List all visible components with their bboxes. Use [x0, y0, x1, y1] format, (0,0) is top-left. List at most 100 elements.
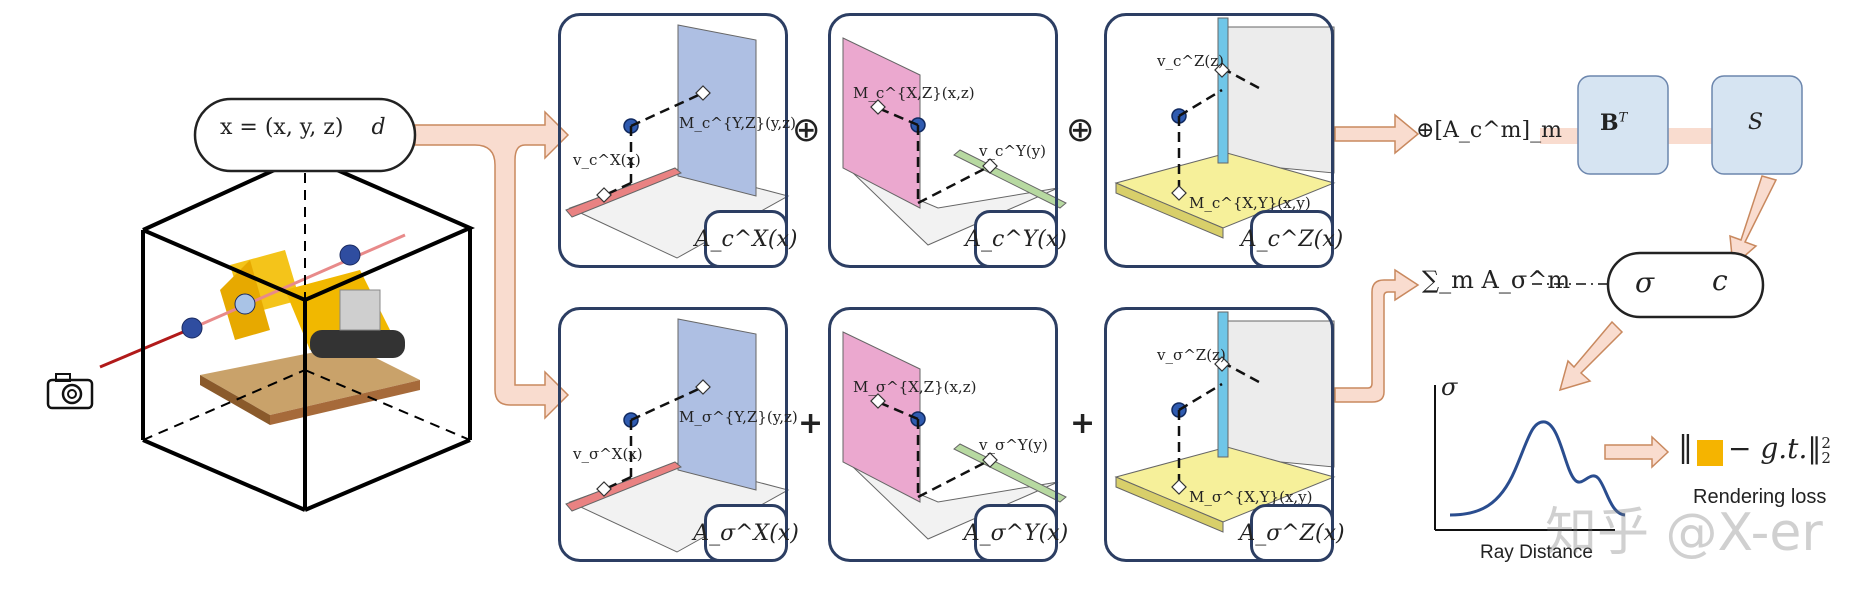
input-position-text: x = (x, y, z) [220, 115, 344, 140]
basis-matrix-label: BT [1600, 110, 1627, 136]
camera-ray-outside [99, 325, 196, 369]
camera-ray-inside [194, 233, 406, 329]
loss-norm-open: ‖ [1678, 430, 1693, 465]
panel-color-xy: v_c^Z(z) M_c^{X,Y}(x,y) A_c^Z(x) [1104, 13, 1343, 268]
panel-color-yz: M_c^{Y,Z}(y,z) v_c^X(x) A_c^X(x) [558, 13, 797, 268]
feature-tag: A_c^Y(x) [965, 210, 1067, 268]
projection-marker [1214, 62, 1230, 78]
projection-line [877, 400, 919, 421]
projection-marker [596, 187, 612, 203]
projection-marker [982, 452, 998, 468]
z-feature-line [1217, 17, 1229, 164]
plane-label: M_c^{X,Y}(x,y) [1189, 194, 1311, 212]
projection-marker [982, 158, 998, 174]
feature-tag: A_c^X(x) [695, 210, 797, 268]
output-density: σ [1635, 266, 1655, 299]
shading-function-box [1711, 75, 1803, 175]
rendered-color-swatch [1697, 440, 1723, 466]
projection-marker [596, 481, 612, 497]
projection-marker [695, 85, 711, 101]
plane-label: M_σ^{X,Y}(x,y) [1189, 488, 1313, 506]
loss-sub: 2 [1821, 448, 1831, 467]
projection-line [917, 164, 991, 205]
feature-tag: A_σ^X(x) [693, 504, 799, 562]
feature-tag: A_c^Z(x) [1241, 210, 1343, 268]
sample-point [339, 244, 361, 266]
projection-line [877, 106, 919, 127]
density-plot [1434, 385, 1626, 531]
y-feature-line [953, 443, 1067, 503]
shading-function-label: S [1748, 110, 1764, 135]
feature-tag: A_σ^Y(x) [964, 504, 1068, 562]
sample-point [234, 293, 256, 315]
connector-concat-b [1540, 128, 1580, 144]
input-direction-text: d [371, 115, 386, 140]
basis-matrix-box [1577, 75, 1669, 175]
loss-formula-body: − g.t.‖ [1728, 432, 1822, 465]
x-feature-line [565, 461, 682, 512]
sum-operator-1: + [798, 406, 824, 441]
plane-label: M_σ^{Y,Z}(y,z) [679, 408, 798, 426]
xy-plane-edge [1115, 476, 1224, 533]
arrow-to-concat [1334, 113, 1420, 155]
projection-marker [870, 99, 886, 115]
camera-icon [46, 373, 94, 410]
panel-density-xy: v_σ^Z(z) M_σ^{X,Y}(x,y) A_σ^Z(x) [1104, 307, 1345, 562]
projection-marker [1214, 356, 1230, 372]
projection-marker [695, 379, 711, 395]
plot-x-label: Ray Distance [1480, 542, 1593, 563]
density-curve [1449, 420, 1626, 517]
xz-feature-plane [842, 37, 921, 209]
scene-cube [99, 153, 476, 512]
factorized-panels [565, 17, 1336, 553]
basis-transpose: T [1618, 110, 1628, 126]
input-query-box [193, 97, 417, 173]
projection-line [630, 385, 704, 422]
plane-label: M_c^{X,Z}(x,z) [853, 84, 975, 102]
arrow-output-to-plot [1558, 320, 1624, 392]
sample-point [181, 317, 203, 339]
projection-line [630, 91, 704, 128]
xz-feature-plane [842, 331, 921, 503]
projection-line [1178, 88, 1223, 118]
feature-tag: A_σ^Z(x) [1239, 504, 1345, 562]
panel-density-xz: M_σ^{X,Z}(x,z) v_σ^Y(y) A_σ^Y(x) [828, 307, 1068, 562]
projection-marker [1171, 185, 1187, 201]
concat-operator-1: ⊕ [792, 110, 821, 150]
plot-y-label: σ [1441, 373, 1458, 401]
panel-density-yz: M_σ^{Y,Z}(y,z) v_σ^X(x) A_σ^X(x) [558, 307, 799, 562]
projection-marker [1171, 479, 1187, 495]
arrow-density-sum [1334, 268, 1420, 403]
output-color: c [1712, 264, 1728, 297]
output-pill [1606, 251, 1765, 319]
projection-line [917, 458, 991, 499]
projection-line [1178, 382, 1223, 412]
plane-label: M_σ^{X,Z}(x,z) [853, 378, 977, 396]
line-label: v_c^Z(z) [1157, 52, 1224, 70]
yz-feature-plane [677, 24, 757, 197]
density-sum-label: ∑_m A_σ^m [1422, 266, 1571, 294]
yz-feature-plane [677, 318, 757, 491]
loss-sup: 2 [1821, 433, 1831, 452]
line-label: v_σ^Y(y) [979, 436, 1048, 454]
panel-color-xz: M_c^{X,Z}(x,z) v_c^Y(y) A_c^Y(x) [828, 13, 1067, 268]
y-feature-line [953, 149, 1067, 209]
sum-operator-2: + [1070, 406, 1096, 441]
plane-label: M_c^{Y,Z}(y,z) [679, 114, 796, 132]
input-query-label: x = (x, y, z) d [220, 115, 386, 140]
input-split-arrow [414, 110, 570, 420]
basis-letter: B [1600, 110, 1619, 136]
connector-b-s [1668, 128, 1712, 144]
concat-operator-2: ⊕ [1066, 110, 1095, 150]
arrow-plot-to-loss [1604, 435, 1670, 469]
loss-caption: Rendering loss [1693, 486, 1827, 508]
line-label: v_c^Y(y) [979, 142, 1047, 160]
line-label: v_σ^Z(z) [1157, 346, 1226, 364]
x-feature-line [565, 167, 682, 218]
line-label: v_c^X(x) [573, 151, 641, 169]
xy-plane-edge [1115, 182, 1224, 239]
line-label: v_σ^X(x) [573, 445, 643, 463]
